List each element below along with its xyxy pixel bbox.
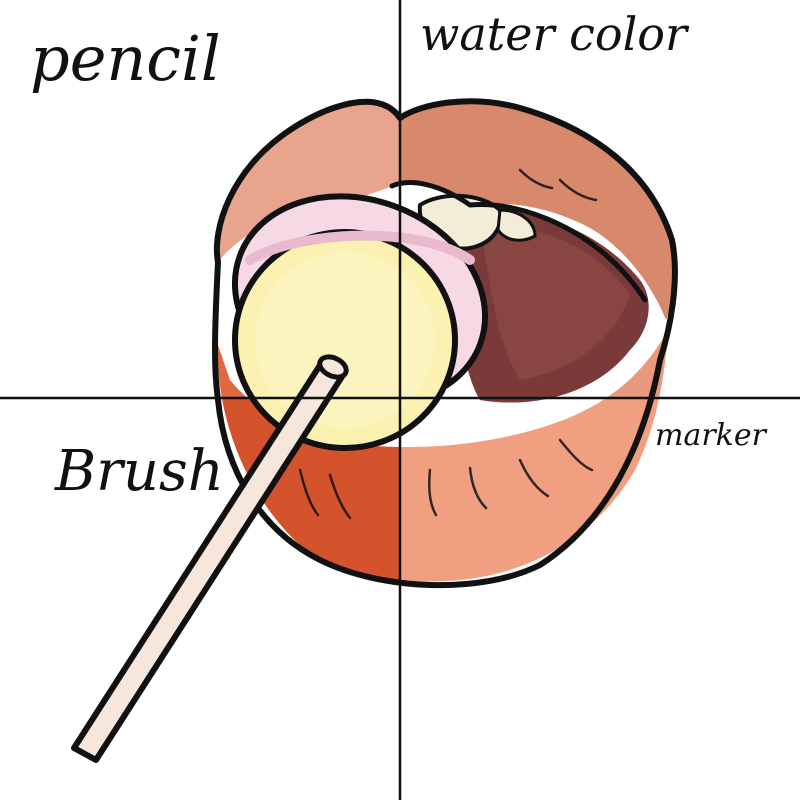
lip-outline xyxy=(212,98,678,589)
lollipop-stick xyxy=(71,354,349,763)
label-pencil: pencil xyxy=(30,22,221,95)
label-brush: Brush xyxy=(54,439,224,504)
lip-texture xyxy=(298,168,598,520)
mouth-interior xyxy=(417,193,649,403)
label-water-color: water color xyxy=(420,7,690,61)
quadrant-labels: pencil water color Brush marker xyxy=(30,7,768,504)
label-marker: marker xyxy=(655,418,768,453)
